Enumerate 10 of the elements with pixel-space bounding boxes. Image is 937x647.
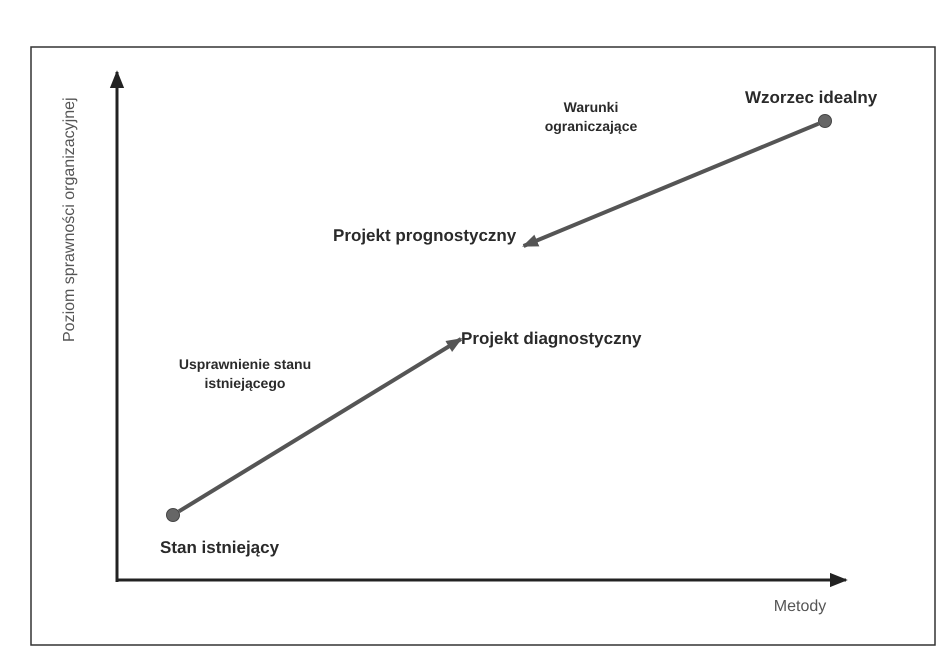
arrow <box>522 122 820 248</box>
point-marker <box>166 508 180 522</box>
axis-title: Poziom sprawności organizacyjnej <box>60 96 79 344</box>
node-label: Projekt diagnostyczny <box>461 329 642 349</box>
arrow <box>178 337 462 514</box>
axis-title: Metody <box>772 597 828 617</box>
point-label: Wzorzec idealny <box>745 88 878 108</box>
node-label: Projekt prognostyczny <box>333 226 516 246</box>
point-label: Stan istniejący <box>160 538 280 558</box>
point-marker <box>818 114 832 128</box>
